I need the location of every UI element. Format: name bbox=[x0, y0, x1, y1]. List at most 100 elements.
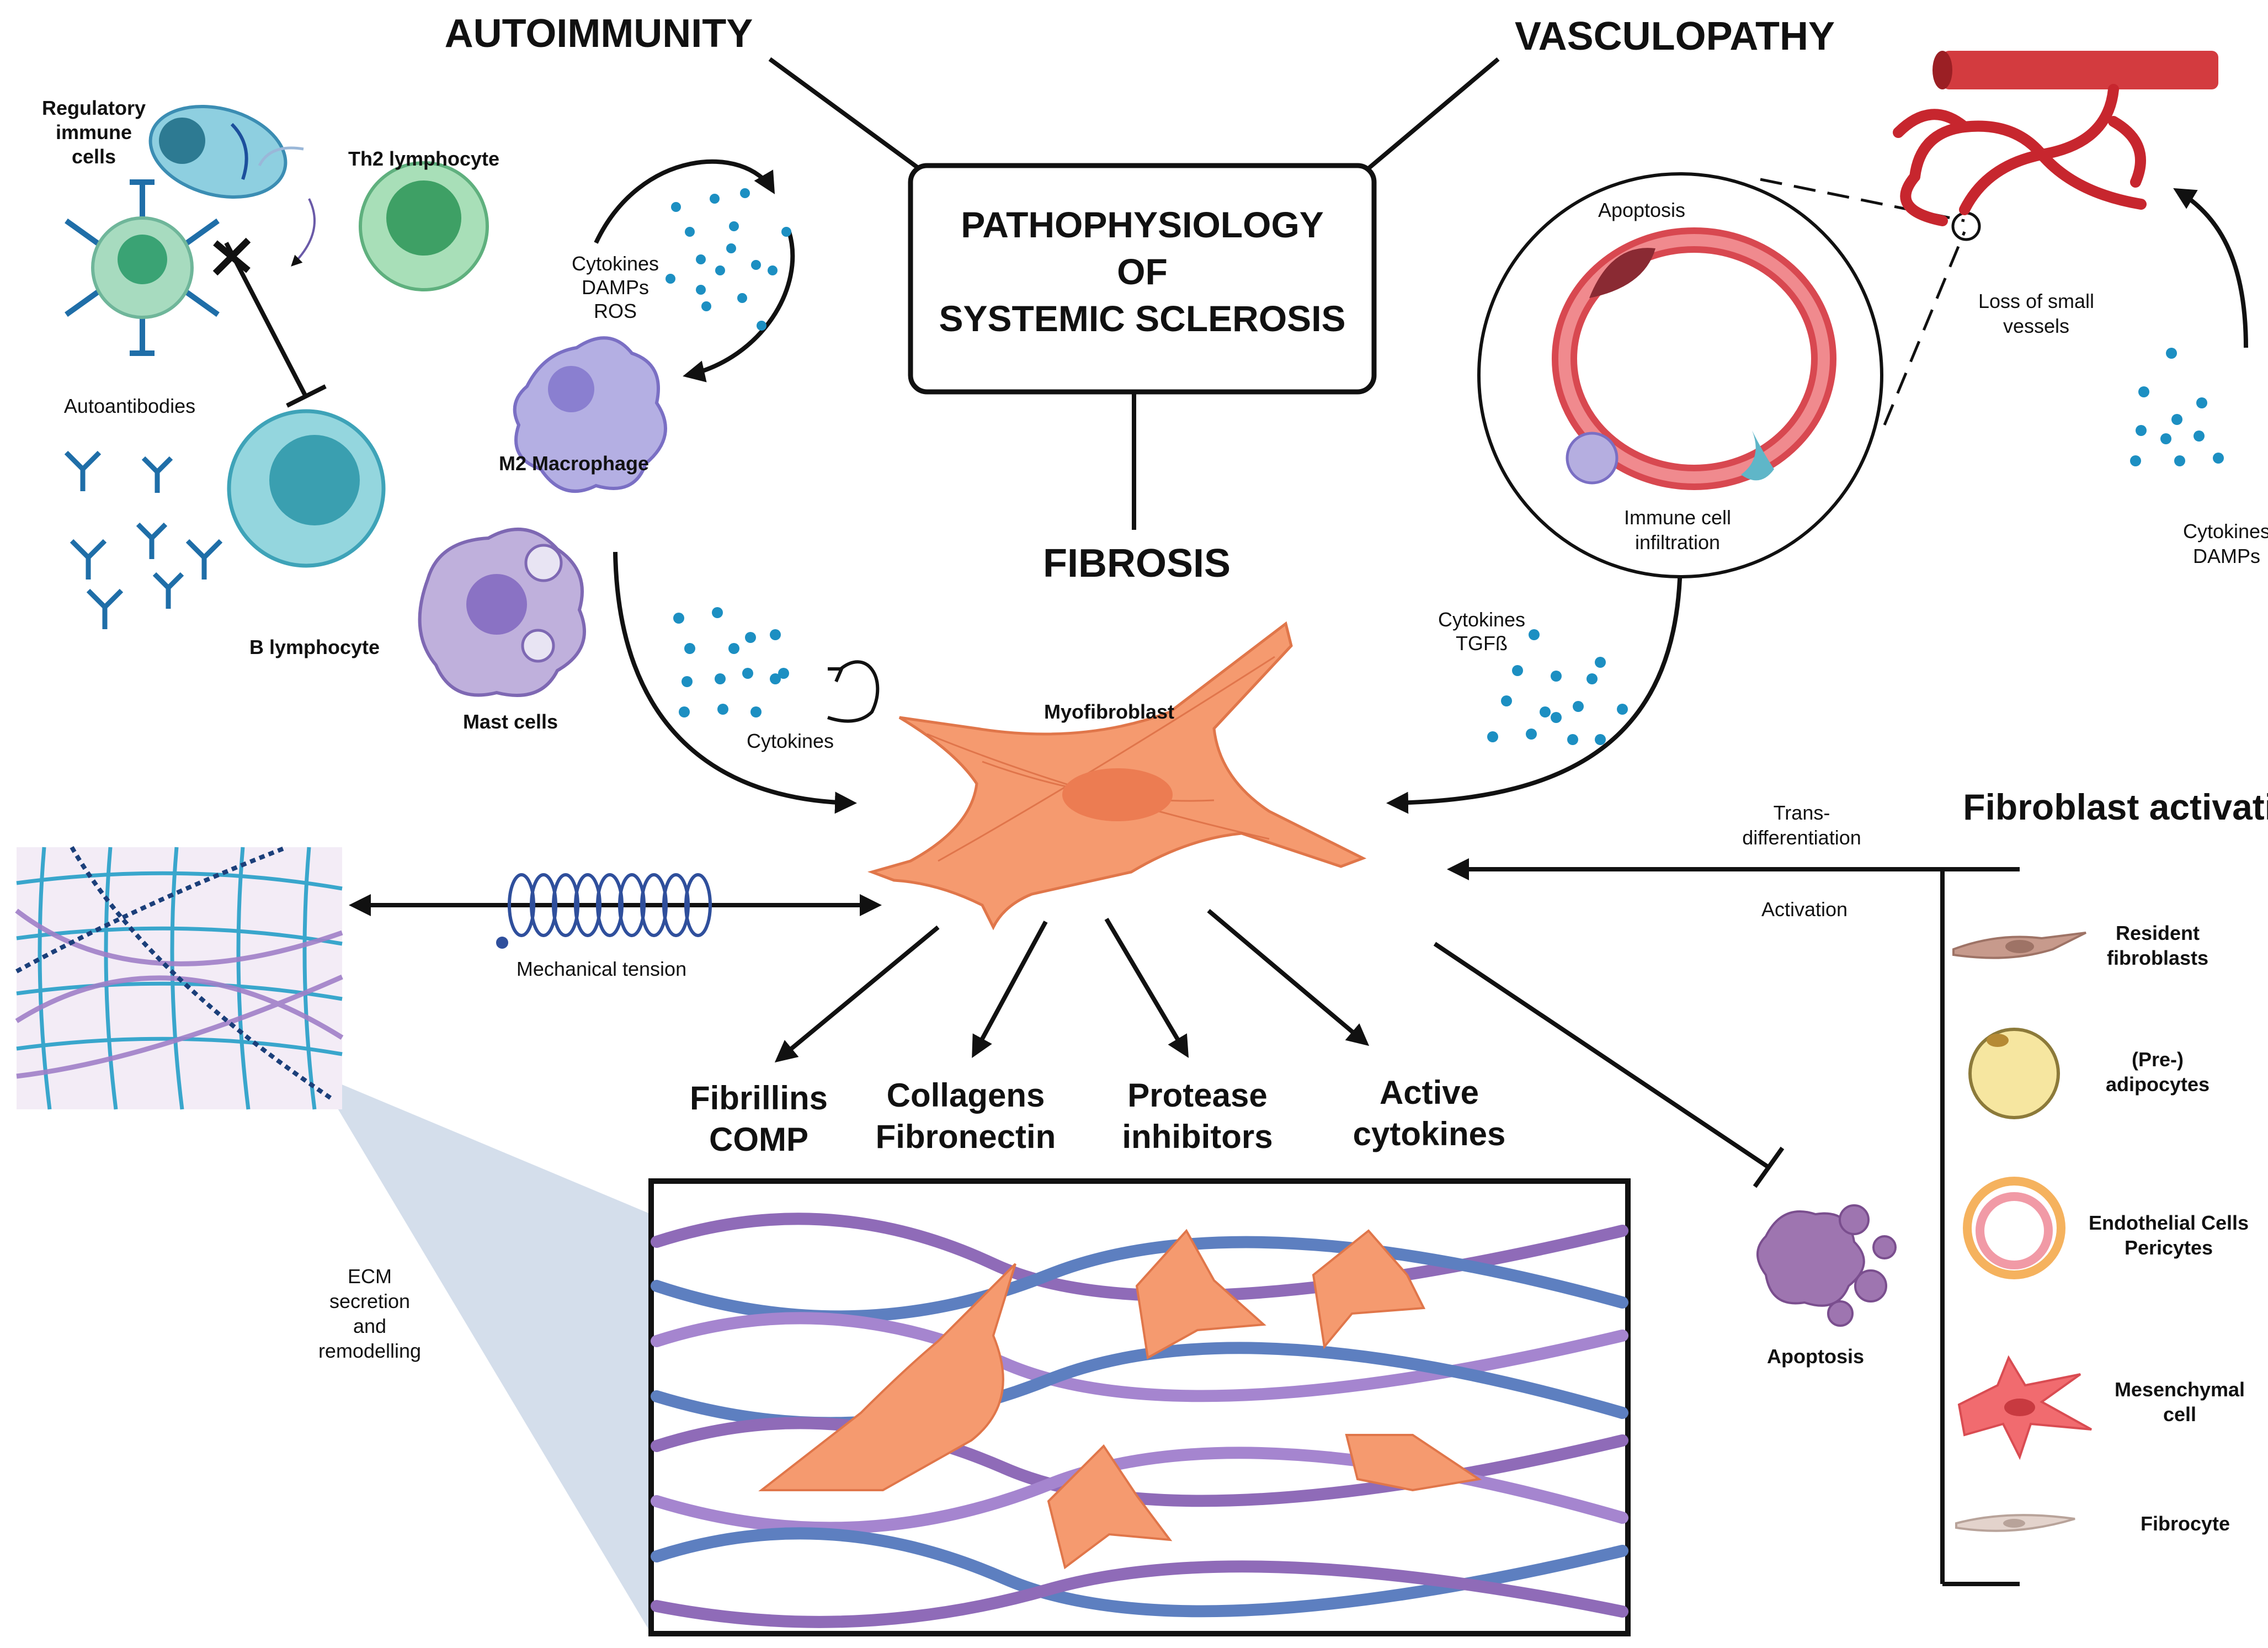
arrow-vessel-to-myofibroblast bbox=[1386, 557, 1683, 814]
trans-label-1: Trans- bbox=[1774, 801, 1830, 824]
b-lymphocyte: B lymphocyte bbox=[227, 409, 386, 658]
ecm-mesh-panel bbox=[15, 845, 344, 1110]
block-cross bbox=[212, 237, 251, 276]
cytokine-dots-right bbox=[1487, 629, 1628, 745]
product-collagens-2: Fibronectin bbox=[876, 1118, 1056, 1155]
inhibit-line-apoptosis bbox=[1433, 942, 1770, 1169]
title-box: PATHOPHYSIOLOGY OF SYSTEMIC SCLEROSIS bbox=[908, 163, 1377, 395]
title-line3: SYSTEMIC SCLEROSIS bbox=[939, 298, 1345, 339]
source-adipocyte-2: adipocytes bbox=[2106, 1073, 2210, 1096]
zoom-dash-bottom bbox=[1883, 231, 1966, 426]
arrow-loop-to-macrophage bbox=[683, 231, 795, 382]
arrow-to-collagens bbox=[972, 921, 1048, 1059]
loss-vessels-1: Loss of small bbox=[1978, 290, 2094, 312]
vessel-network bbox=[1893, 51, 2218, 226]
cytokines-label-3: ROS bbox=[594, 300, 637, 322]
ecm-zoom-wedge bbox=[223, 1035, 651, 1634]
cytokines-tgfb-1: Cytokines bbox=[1438, 608, 1525, 631]
ecm-secretion-label: ECM secretion and remodelling bbox=[318, 1265, 421, 1362]
cytokines-label-1: Cytokines bbox=[572, 252, 659, 275]
products-row: Fibrillins COMP Collagens Fibronectin Pr… bbox=[690, 1074, 1505, 1158]
source-resident-fibroblast: Resident fibroblasts bbox=[1952, 922, 2208, 969]
ecm-fibrosis-box bbox=[648, 1178, 1631, 1636]
heading-vasculopathy: VASCULOPATHY bbox=[1515, 14, 1835, 59]
th2-lymphocyte: Th2 lymphocyte bbox=[348, 147, 499, 291]
heading-autoimmunity: AUTOIMMUNITY bbox=[445, 12, 753, 56]
plasma-cell-illustration bbox=[148, 105, 316, 267]
cytokine-dots-left bbox=[673, 607, 789, 717]
cytokines-damps-1: Cytokines bbox=[2183, 520, 2268, 543]
immune-infiltration-1: Immune cell bbox=[1624, 506, 1731, 529]
product-fibrillins-2: COMP bbox=[709, 1121, 808, 1158]
connector-lines bbox=[212, 57, 2248, 1634]
mast-cells-label: Mast cells bbox=[463, 710, 558, 733]
arrow-to-active-cytokines bbox=[1207, 908, 1370, 1046]
product-protease-2: inhibitors bbox=[1122, 1118, 1273, 1155]
vessel-apoptosis-label: Apoptosis bbox=[1598, 199, 1685, 221]
apoptosis-label: Apoptosis bbox=[1767, 1345, 1864, 1368]
source-endothelial: Endothelial Cells Pericytes bbox=[1963, 1177, 2249, 1279]
arrow-immune-to-myofibroblast bbox=[613, 551, 857, 814]
heading-fibroblast-activation: Fibroblast activation bbox=[1963, 786, 2268, 827]
activation-label: Activation bbox=[1761, 898, 1848, 921]
vessel-cross-section: Apoptosis Immune cell infiltration bbox=[1477, 172, 1883, 578]
source-mesenchymal: Mesenchymal cell bbox=[1957, 1355, 2245, 1460]
cytokines-tgfb-label: Cytokines TGFß bbox=[1438, 608, 1525, 655]
cytokines-tgfb-2: TGFß bbox=[1456, 632, 1508, 655]
immune-infiltration-2: infiltration bbox=[1635, 531, 1720, 554]
source-resident-2: fibroblasts bbox=[2107, 947, 2208, 969]
source-fibrocyte-1: Fibrocyte bbox=[2141, 1512, 2230, 1535]
arrow-to-fibrillins bbox=[774, 925, 940, 1063]
zoom-circle bbox=[1951, 211, 1981, 241]
cytokine-loop-head bbox=[828, 667, 844, 683]
m2-macrophage: M2 Macrophage bbox=[499, 336, 667, 493]
regulatory-label-3: cells bbox=[72, 145, 116, 168]
m2-macrophage-label: M2 Macrophage bbox=[499, 452, 649, 475]
cytokine-autocrine-loop bbox=[827, 660, 880, 723]
regulatory-immune-cell-illustration bbox=[65, 179, 220, 356]
apoptotic-cell bbox=[1756, 1204, 1897, 1327]
cytokine-damps-ros-label: Cytokines DAMPs ROS bbox=[572, 252, 659, 322]
product-fibrillins-1: Fibrillins bbox=[690, 1080, 828, 1117]
source-endothelial-2: Pericytes bbox=[2125, 1236, 2213, 1259]
line-autoimmunity-title bbox=[768, 57, 920, 171]
source-adipocyte: (Pre-) adipocytes bbox=[1968, 1028, 2210, 1119]
b-lymphocyte-label: B lymphocyte bbox=[249, 636, 380, 658]
regulatory-cell-label: Regulatory immune cells bbox=[42, 97, 146, 168]
spring-icon bbox=[508, 873, 712, 937]
cytokine-dots-far-right bbox=[2130, 348, 2224, 466]
product-active-1: Active bbox=[1380, 1074, 1479, 1111]
arrow-to-protease bbox=[1104, 917, 1189, 1058]
regulatory-label-2: immune bbox=[56, 121, 132, 143]
source-fibrocyte: Fibrocyte bbox=[1955, 1512, 2230, 1535]
source-adipocyte-1: (Pre-) bbox=[2132, 1048, 2184, 1071]
ecm-label-4: remodelling bbox=[318, 1339, 421, 1362]
loss-small-vessels-label: Loss of small vessels bbox=[1978, 290, 2094, 337]
cytokines-damps-right-label: Cytokines DAMPs bbox=[2183, 520, 2268, 567]
mast-cell: Mast cells bbox=[418, 528, 586, 733]
mechanical-tension-label: Mechanical tension bbox=[517, 958, 686, 980]
ecm-label-3: and bbox=[353, 1315, 386, 1337]
myofibroblast-cell: Myofibroblast bbox=[867, 621, 1367, 931]
autoantibodies-label: Autoantibodies bbox=[64, 395, 195, 417]
cytokines-center-label: Cytokines bbox=[747, 730, 834, 752]
spring-end bbox=[496, 937, 508, 949]
antibody-icons bbox=[64, 450, 223, 629]
product-active-2: cytokines bbox=[1353, 1115, 1506, 1152]
heading-fibrosis: FIBROSIS bbox=[1043, 541, 1231, 586]
myofibroblast-label: Myofibroblast bbox=[1044, 700, 1174, 723]
ecm-label-1: ECM bbox=[348, 1265, 392, 1288]
source-mesenchymal-2: cell bbox=[2163, 1403, 2196, 1426]
inhibit-bar-b bbox=[286, 384, 327, 408]
source-resident-1: Resident bbox=[2116, 922, 2200, 944]
ecm-label-2: secretion bbox=[329, 1290, 410, 1312]
cytokine-dots-top bbox=[666, 188, 791, 331]
arrow-cytokines-to-vessels bbox=[2173, 188, 2248, 348]
line-vasculopathy-title bbox=[1367, 57, 1500, 171]
title-line1: PATHOPHYSIOLOGY bbox=[961, 204, 1324, 245]
product-collagens-1: Collagens bbox=[887, 1077, 1045, 1114]
cytokines-label-2: DAMPs bbox=[582, 276, 649, 299]
source-endothelial-1: Endothelial Cells bbox=[2089, 1211, 2249, 1234]
